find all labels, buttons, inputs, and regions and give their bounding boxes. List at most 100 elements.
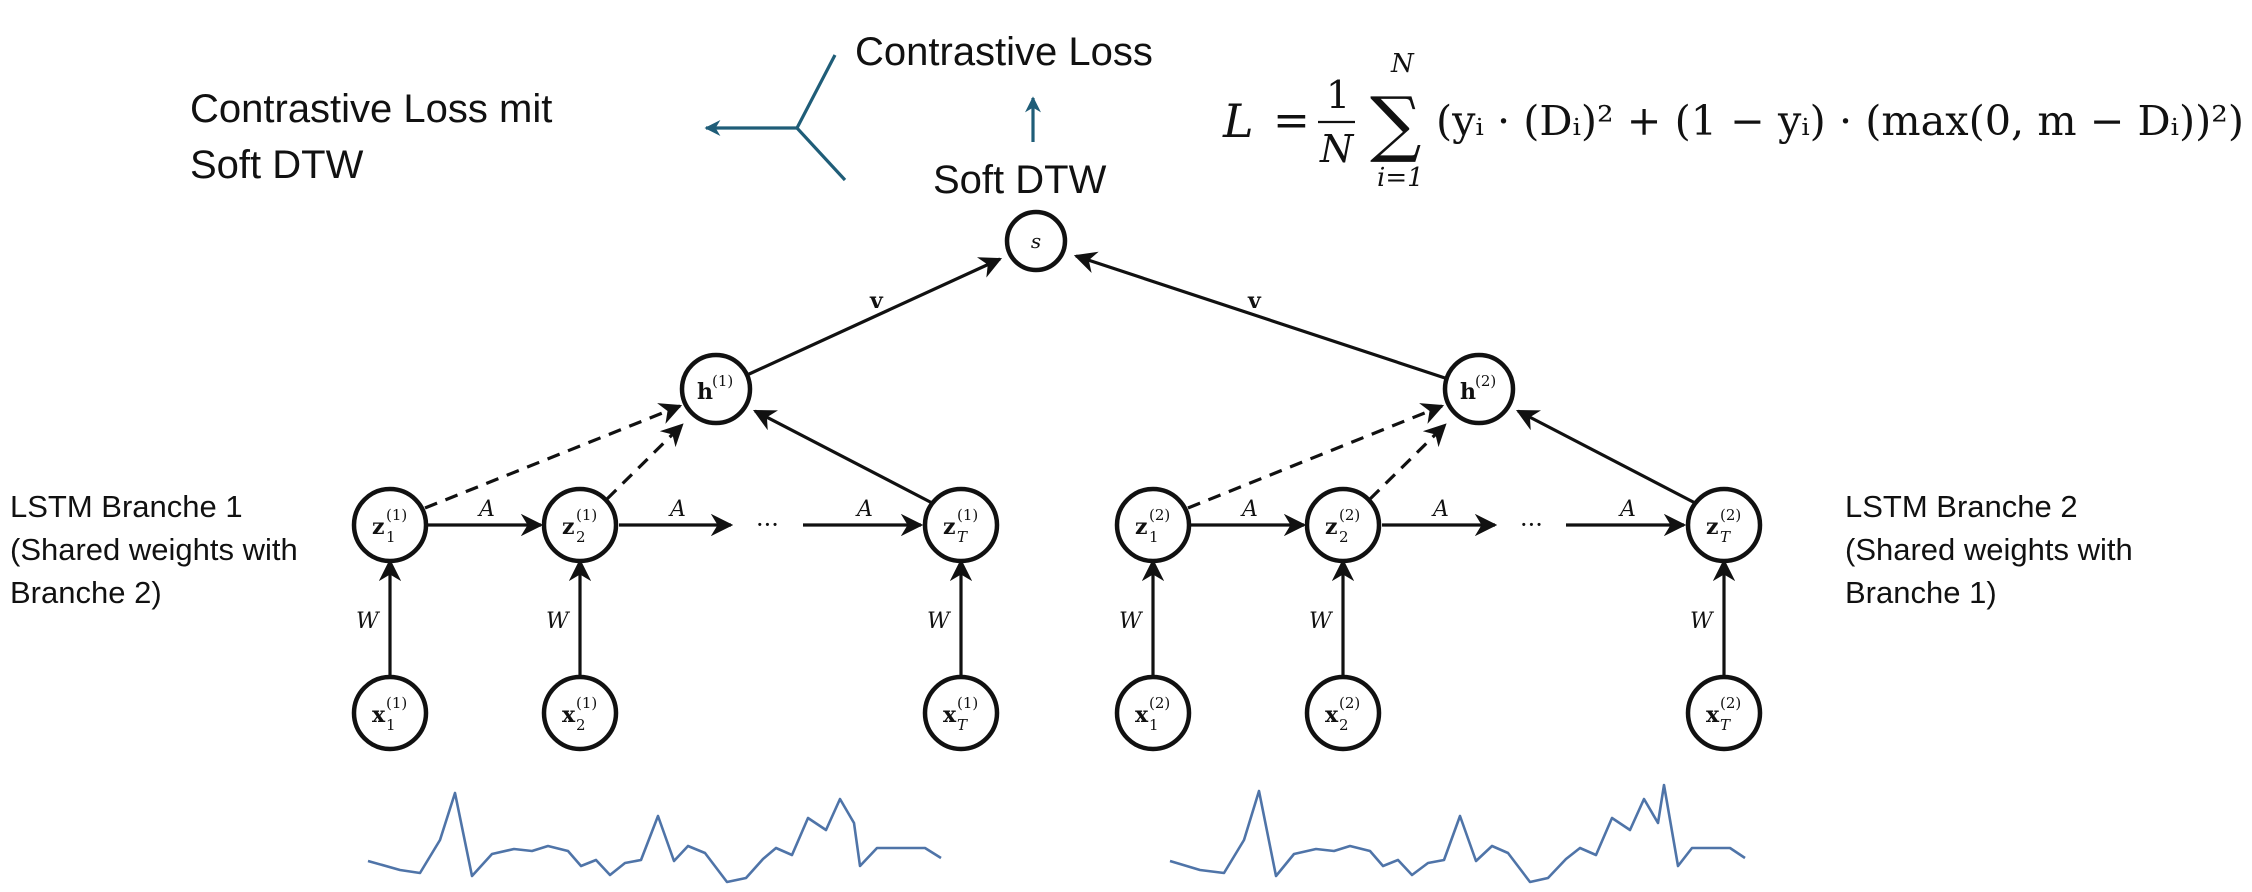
edges: v v A A A ··· W W W A A A ··· W W W <box>356 251 1736 675</box>
edge-label-A: A <box>477 497 495 522</box>
edge-label-W: W <box>1309 609 1334 634</box>
edge-label-A: A <box>1618 497 1636 522</box>
time-series-signal-2 <box>1169 783 1746 884</box>
contrastive-loss-label: Contrastive Loss <box>855 30 1153 74</box>
edge-label-W: W <box>546 609 571 634</box>
edge-label-W: W <box>1119 609 1144 634</box>
svg-text:z: z <box>1325 514 1338 540</box>
node-zT-branch2: z (2) T <box>1685 486 1763 564</box>
sum-top: N <box>1390 49 1415 79</box>
edge-label-v: v <box>869 288 884 314</box>
svg-text:2: 2 <box>576 528 586 546</box>
svg-text:1: 1 <box>1149 716 1159 734</box>
soft-dtw-label: Soft DTW <box>933 158 1107 202</box>
svg-text:T: T <box>1720 716 1731 734</box>
svg-text:(1): (1) <box>386 694 407 712</box>
branch-2-label-line: Branche 1) <box>1845 575 1997 610</box>
svg-text:(1): (1) <box>386 506 407 524</box>
sum-sign: ∑ <box>1370 81 1421 165</box>
edge-h1-s <box>746 257 1003 377</box>
svg-text:h: h <box>1460 379 1476 405</box>
svg-text:T: T <box>1720 528 1731 546</box>
svg-text:T: T <box>957 716 968 734</box>
node-s: s <box>1004 209 1068 273</box>
node-x2-branch2: x (2) 2 <box>1304 674 1382 752</box>
svg-text:1: 1 <box>386 716 396 734</box>
formula-numerator: 1 <box>1326 73 1350 117</box>
svg-text:(2): (2) <box>1475 372 1496 390</box>
svg-text:(2): (2) <box>1720 694 1741 712</box>
svg-text:z: z <box>1135 514 1148 540</box>
svg-text:T: T <box>957 528 968 546</box>
ellipsis: ··· <box>756 511 779 539</box>
loss-formula: L = 1 N N ∑ i=1 (yᵢ · (Dᵢ)² + (1 − yᵢ) ·… <box>1222 49 2244 193</box>
svg-text:(1): (1) <box>712 372 733 390</box>
left-title-line1: Contrastive Loss mit <box>190 87 552 131</box>
branch-2-label-line: (Shared weights with <box>1845 532 2133 567</box>
edge-label-W: W <box>1690 609 1715 634</box>
node-xT-branch1: x (1) T <box>922 674 1000 752</box>
node-x1-branch1: x (1) 1 <box>351 674 429 752</box>
svg-text:(1): (1) <box>576 506 597 524</box>
svg-text:x: x <box>943 702 957 728</box>
svg-text:2: 2 <box>1339 528 1349 546</box>
time-series-signal-1 <box>367 791 942 884</box>
formula-denominator: N <box>1319 127 1355 171</box>
svg-text:z: z <box>372 514 385 540</box>
fork-connector <box>704 54 847 182</box>
node-z1-branch1: z (1) 1 <box>351 486 429 564</box>
svg-text:s: s <box>1031 229 1041 253</box>
node-x2-branch1: x (1) 2 <box>541 674 619 752</box>
svg-text:(2): (2) <box>1339 694 1360 712</box>
branch-1-label-line: (Shared weights with <box>10 532 298 567</box>
edge-label-A: A <box>855 497 873 522</box>
node-h2: h (2) <box>1442 352 1516 426</box>
edge-label-W: W <box>356 609 381 634</box>
svg-text:(1): (1) <box>957 694 978 712</box>
node-z1-branch2: z (2) 1 <box>1114 486 1192 564</box>
edge-h2-s <box>1073 251 1449 381</box>
svg-text:x: x <box>1135 702 1149 728</box>
svg-text:x: x <box>1706 702 1720 728</box>
formula-L: L <box>1222 94 1254 148</box>
edge-label-A: A <box>668 497 686 522</box>
sum-bottom: i=1 <box>1377 163 1424 193</box>
formula-eq: = <box>1273 95 1310 146</box>
formula-body: (yᵢ · (Dᵢ)² + (1 − yᵢ) · (max(0, m − Dᵢ)… <box>1436 97 2244 145</box>
svg-text:(2): (2) <box>1149 506 1170 524</box>
node-z2-branch2: z (2) 2 <box>1304 486 1382 564</box>
svg-text:2: 2 <box>576 716 586 734</box>
node-h1: h (1) <box>679 352 753 426</box>
svg-text:z: z <box>1706 514 1719 540</box>
edge-label-W: W <box>927 609 952 634</box>
left-title-line2: Soft DTW <box>190 143 364 187</box>
svg-text:(2): (2) <box>1720 506 1741 524</box>
svg-text:1: 1 <box>1149 528 1159 546</box>
branch-1-label-line: Branche 2) <box>10 575 162 610</box>
branch-2-label-line: LSTM Branche 2 <box>1845 489 2078 524</box>
node-zT-branch1: z (1) T <box>922 486 1000 564</box>
edge-label-A: A <box>1240 497 1258 522</box>
edge-label-v: v <box>1247 288 1262 314</box>
svg-text:(1): (1) <box>957 506 978 524</box>
svg-text:(2): (2) <box>1149 694 1170 712</box>
svg-text:(2): (2) <box>1339 506 1360 524</box>
svg-text:x: x <box>1325 702 1339 728</box>
svg-text:x: x <box>372 702 386 728</box>
svg-text:h: h <box>697 379 713 405</box>
ellipsis: ··· <box>1520 511 1543 539</box>
branch-1-label: LSTM Branche 1 (Shared weights with Bran… <box>10 489 298 610</box>
svg-text:z: z <box>943 514 956 540</box>
svg-text:(1): (1) <box>576 694 597 712</box>
edge-label-A: A <box>1431 497 1449 522</box>
svg-text:z: z <box>562 514 575 540</box>
svg-text:2: 2 <box>1339 716 1349 734</box>
svg-text:1: 1 <box>386 528 396 546</box>
node-z2-branch1: z (1) 2 <box>541 486 619 564</box>
node-xT-branch2: x (2) T <box>1685 674 1763 752</box>
branch-2-label: LSTM Branche 2 (Shared weights with Bran… <box>1845 489 2133 610</box>
branch-1-label-line: LSTM Branche 1 <box>10 489 243 524</box>
node-x1-branch2: x (2) 1 <box>1114 674 1192 752</box>
svg-text:x: x <box>562 702 576 728</box>
